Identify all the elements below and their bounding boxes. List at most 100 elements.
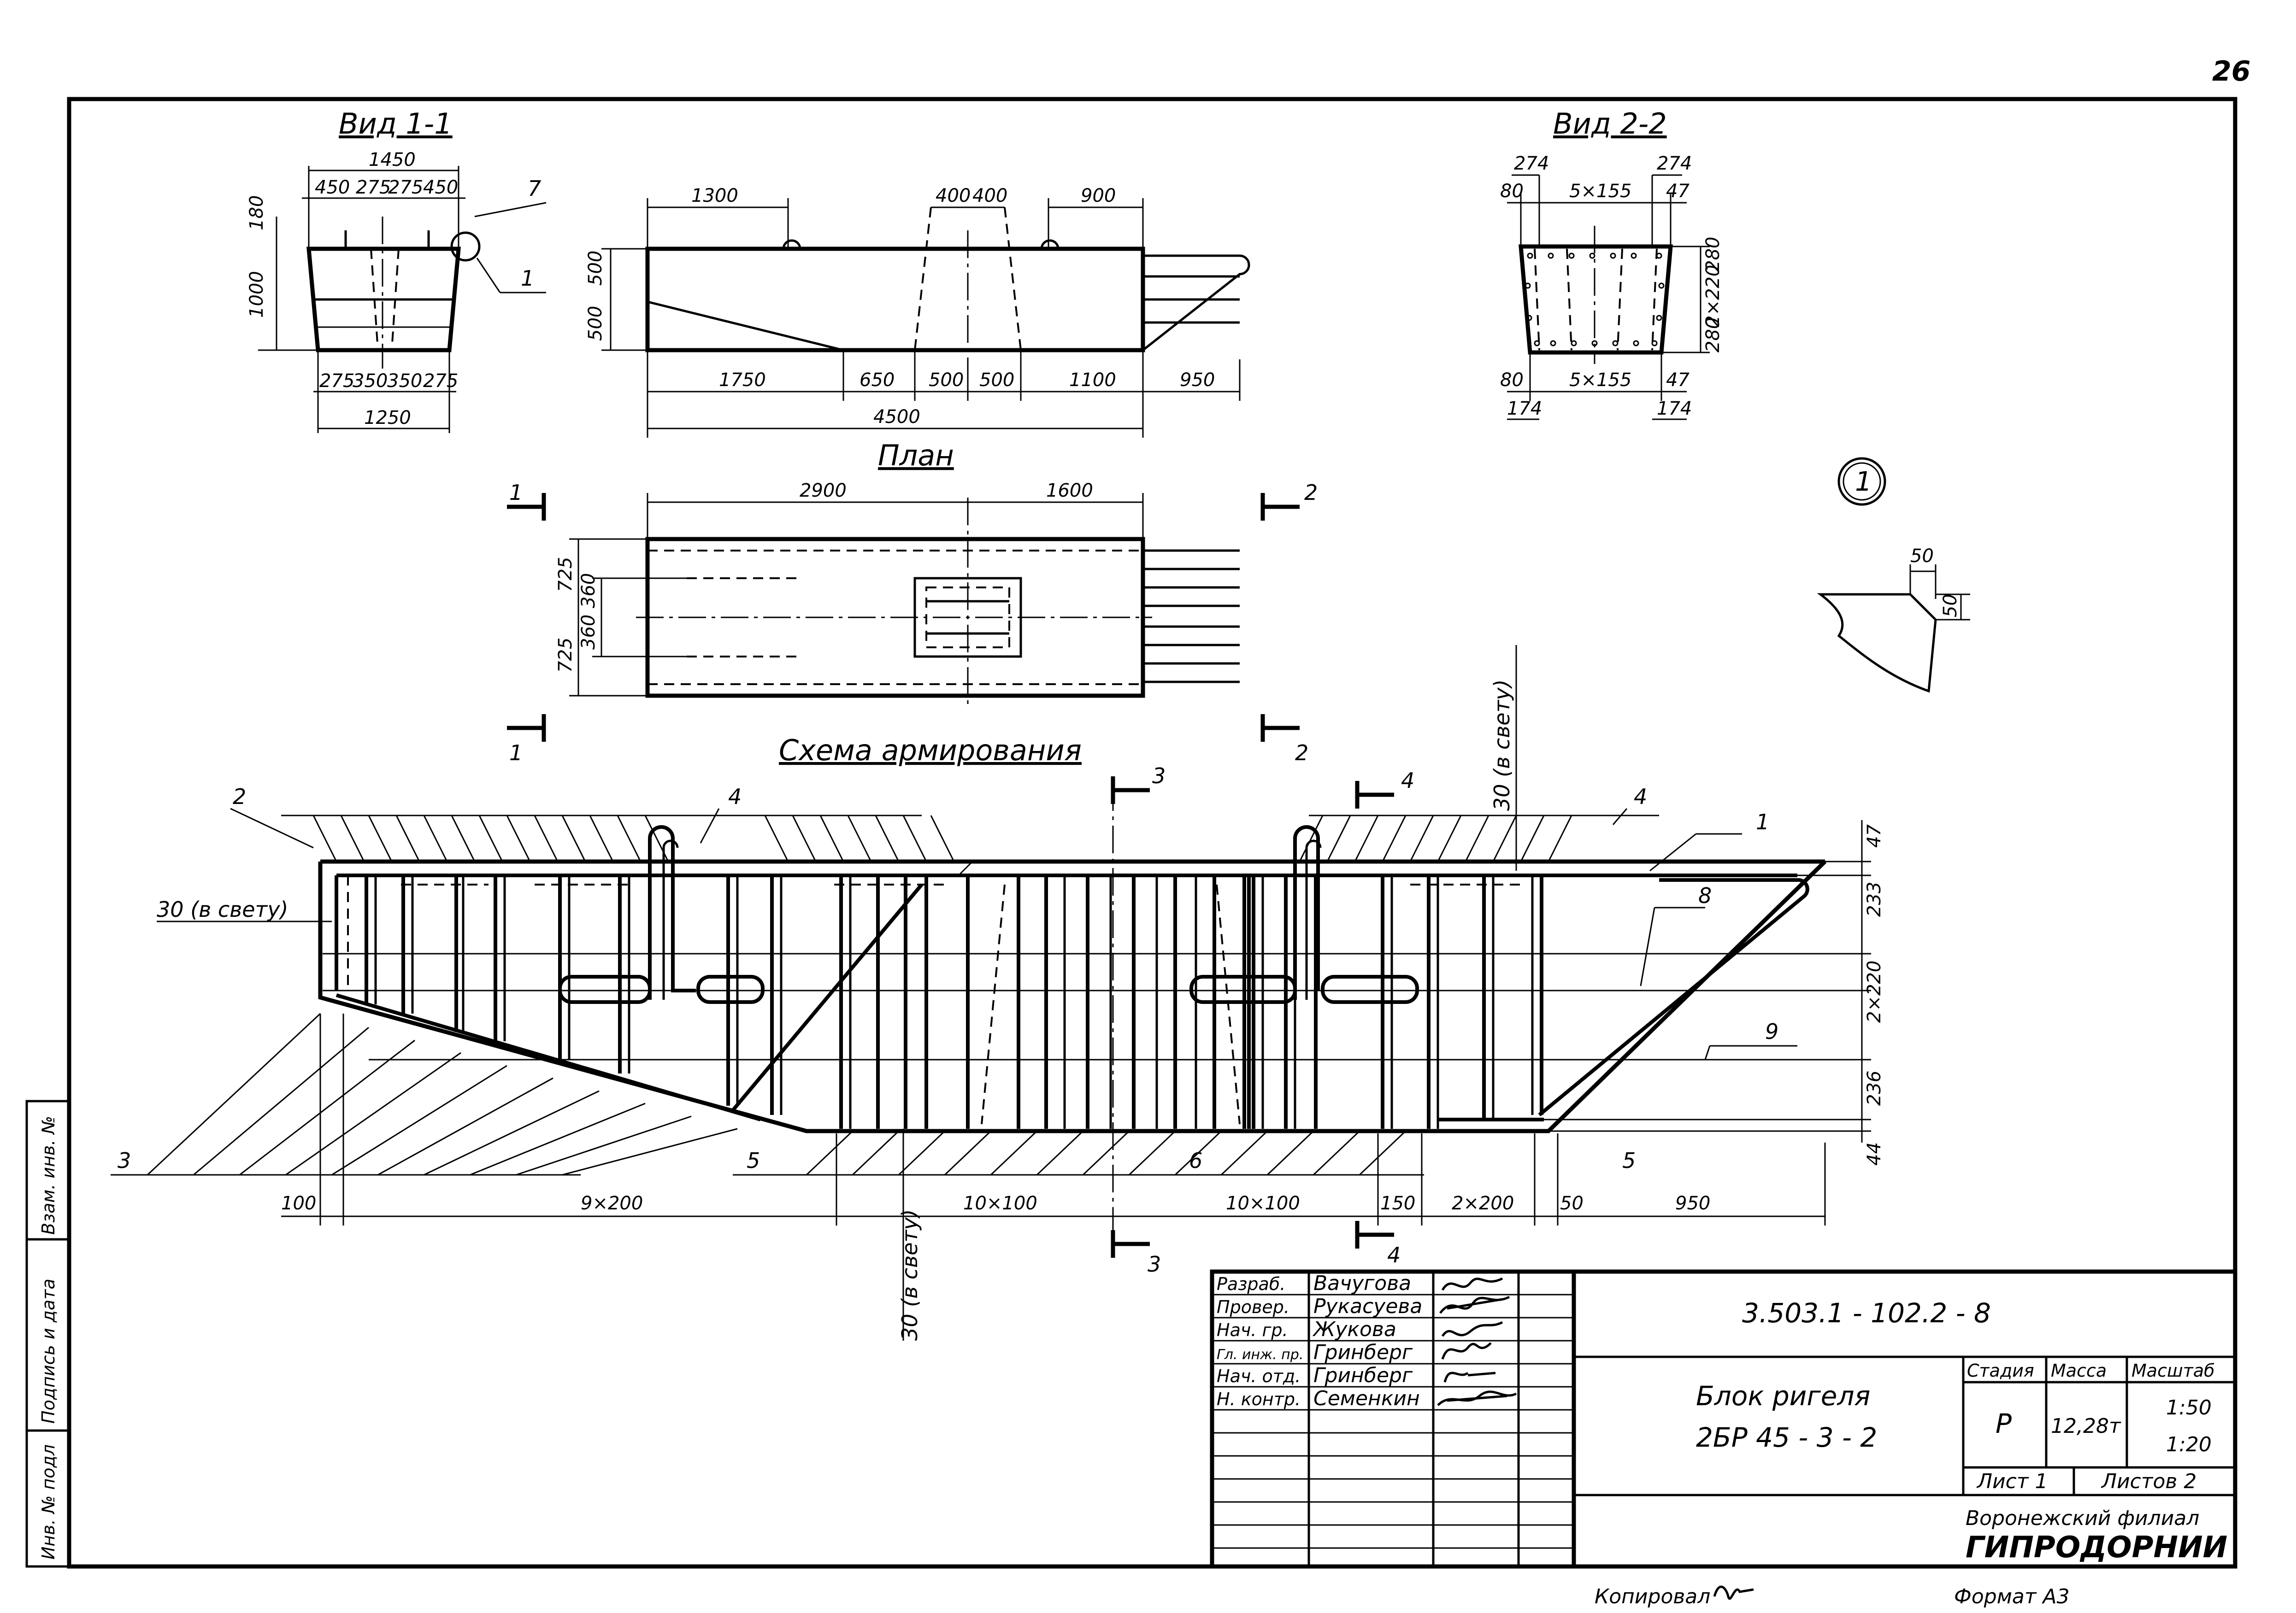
- tb-mass: 12,28т: [2051, 1414, 2121, 1438]
- dim-v11-275c: 275: [319, 370, 354, 392]
- dim-1600: 1600: [1046, 480, 1093, 501]
- hatch-bottom-left: [147, 1013, 1407, 1176]
- leader-1-circle: 1: [521, 266, 534, 291]
- hatch-top-right: [1299, 815, 1572, 862]
- dim-detail-50a: 50: [1910, 545, 1934, 567]
- plan-title: План: [878, 439, 954, 472]
- tb-name-4: Гринберг: [1313, 1364, 1413, 1387]
- dim-s-50: 50: [1560, 1193, 1584, 1214]
- dim-360b: 360: [578, 615, 599, 650]
- reinforcement-scheme: Схема армирования: [111, 645, 1885, 1341]
- tb-role-2: Нач. гр.: [1217, 1320, 1288, 1340]
- dim-400a: 400: [936, 185, 971, 206]
- view-2-2: Вид 2-2 274 274 80 5×155 47 280 2×220 28…: [1500, 107, 1724, 420]
- tb-role-5: Н. контр.: [1217, 1389, 1301, 1409]
- footer-copied: Копировал: [1595, 1585, 1710, 1608]
- dim-s-2x200: 2×200: [1452, 1193, 1514, 1214]
- dim-detail-50b: 50: [1940, 594, 1961, 617]
- dim-s-950: 950: [1675, 1193, 1710, 1214]
- section-1-top: 1: [509, 480, 523, 505]
- side-stamp-inv: Инв. № подл: [38, 1444, 59, 1560]
- view-2-2-title: Вид 2-2: [1553, 107, 1667, 141]
- dim-950: 950: [1180, 370, 1215, 391]
- dim-1000: 1000: [246, 271, 267, 318]
- section-2-top: 2: [1304, 480, 1318, 505]
- dim-274a: 274: [1514, 153, 1549, 174]
- scheme-title: Схема армирования: [779, 733, 1082, 767]
- note-30-vert-bottom: 30 (в свету): [897, 1209, 922, 1341]
- dim-725b: 725: [555, 638, 576, 673]
- leader-4a: 4: [728, 784, 742, 809]
- dim-47b: 47: [1666, 370, 1690, 391]
- view-1-1: Вид 1-1 1450 450 275 275 450 180 1000 27…: [246, 107, 547, 433]
- leader-3: 3: [118, 1148, 131, 1173]
- dim-400b: 400: [972, 185, 1007, 206]
- tb-org-line2: ГИПРОДОРНИИ: [1966, 1531, 2227, 1565]
- tb-scale2: 1:20: [2166, 1433, 2212, 1456]
- dim-4500: 4500: [873, 406, 920, 428]
- sheet-frame: [67, 97, 2237, 1569]
- dim-s-10x100a: 10×100: [963, 1193, 1037, 1214]
- side-stamp-sign: Подпись и дата: [38, 1279, 59, 1424]
- dim-1300: 1300: [691, 185, 738, 206]
- dim-v11-450a: 450: [315, 177, 350, 198]
- dim-80a: 80: [1500, 181, 1524, 202]
- dim-1450: 1450: [369, 149, 416, 170]
- tb-scale-label: Масштаб: [2131, 1361, 2215, 1381]
- detail-1: 1 50 50: [1817, 457, 1970, 693]
- section-4-bottom: 4: [1387, 1243, 1401, 1267]
- tb-name-5: Семенкин: [1313, 1387, 1420, 1410]
- leader-7: 7: [528, 176, 541, 201]
- note-30-left: 30 (в свету): [157, 897, 288, 922]
- section-2-bottom: 2: [1295, 740, 1308, 765]
- dim-5x155a: 5×155: [1569, 181, 1631, 202]
- dim-80b: 80: [1500, 370, 1524, 391]
- copyist-signature: [1713, 1585, 1754, 1600]
- dim-650: 650: [860, 370, 895, 391]
- hatch-top-left: [312, 815, 973, 876]
- dim-v11-350a: 350: [353, 370, 388, 392]
- dim-174b: 174: [1657, 398, 1692, 419]
- dim-47a: 47: [1666, 181, 1690, 202]
- tb-stage: Р: [1996, 1408, 2012, 1439]
- leader-5b: 5: [1622, 1148, 1636, 1173]
- section-3-top: 3: [1152, 763, 1166, 788]
- dim-180: 180: [246, 195, 267, 230]
- dim-v11-275a: 275: [356, 177, 391, 198]
- tb-name-line1: Блок ригеля: [1696, 1380, 1870, 1412]
- detail-1-number: 1: [1855, 466, 1872, 497]
- view-1-1-title: Вид 1-1: [339, 107, 453, 141]
- dim-s-10x100b: 10×100: [1226, 1193, 1300, 1214]
- tb-name-0: Вачугова: [1313, 1272, 1411, 1295]
- plan-view: План 2900 1600 725 360 360 725: [507, 439, 1318, 765]
- leader-4b: 4: [1634, 784, 1647, 809]
- tb-sheets: Листов 2: [2101, 1470, 2196, 1493]
- tb-role-3: Гл. инж. пр.: [1217, 1347, 1303, 1363]
- dim-v11-350b: 350: [387, 370, 422, 392]
- leader-2: 2: [233, 784, 246, 809]
- page-number: 26: [2212, 55, 2251, 88]
- dim-500c: 500: [929, 370, 964, 391]
- note-30-vert-top: 30 (в свету): [1489, 679, 1514, 811]
- tb-name-1: Рукасуева: [1313, 1295, 1422, 1318]
- section-1-bottom: 1: [509, 740, 523, 765]
- section-4-top: 4: [1401, 768, 1414, 793]
- leader-1: 1: [1756, 809, 1769, 834]
- dim-280b: 280: [1702, 317, 1724, 352]
- tb-org-line1: Воронежский филиал: [1966, 1507, 2199, 1530]
- tb-sheet: Лист 1: [1976, 1470, 2048, 1493]
- dim-v11-450b: 450: [423, 177, 458, 198]
- side-stamp: Инв. № подл Подпись и дата Взам. инв. №: [25, 1100, 71, 1568]
- title-block: Разраб. Вачугова Провер. Рукасуева Нач. …: [1210, 1269, 2237, 1569]
- tb-mass-label: Масса: [2051, 1361, 2107, 1381]
- dim-v11-275b: 275: [388, 177, 423, 198]
- leader-8: 8: [1698, 883, 1712, 908]
- dim-500d: 500: [979, 370, 1014, 391]
- dim-274b: 274: [1657, 153, 1692, 174]
- dim-s-150: 150: [1380, 1193, 1415, 1214]
- dim-900: 900: [1081, 185, 1116, 206]
- leader-6: 6: [1189, 1148, 1202, 1173]
- dim-v11-275d: 275: [423, 370, 458, 392]
- leader-5a: 5: [747, 1148, 760, 1173]
